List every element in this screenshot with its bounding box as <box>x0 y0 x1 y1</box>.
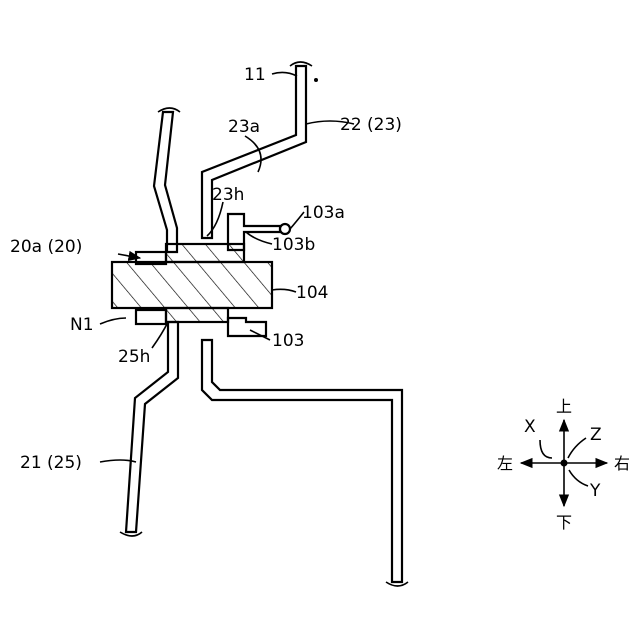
direction-indicator: 上 下 左 右 X Z Y <box>497 397 630 532</box>
label-11: 11 <box>244 65 266 85</box>
label-21-25: 21 (25) <box>20 453 82 473</box>
label-22-23: 22 (23) <box>340 115 402 135</box>
axis-left-label: 左 <box>497 454 513 473</box>
label-25h: 25h <box>118 347 150 367</box>
axis-z-label: Z <box>590 425 602 445</box>
plate-25-upper <box>154 108 180 252</box>
label-23a: 23a <box>228 117 260 137</box>
label-103: 103 <box>272 331 304 351</box>
label-N1: N1 <box>70 315 94 335</box>
axis-up-label: 上 <box>556 397 572 416</box>
axis-down-label: 下 <box>556 513 572 532</box>
plate-lower-right <box>202 340 408 586</box>
plate-22-23 <box>202 62 312 238</box>
label-104: 104 <box>296 283 328 303</box>
label-103a: 103a <box>302 203 345 223</box>
axis-right-label: 右 <box>614 454 630 473</box>
label-103b: 103b <box>272 235 315 255</box>
label-20a-20: 20a (20) <box>10 237 82 257</box>
axis-x-label: X <box>524 417 536 437</box>
label-23h: 23h <box>212 185 244 205</box>
axis-y-label: Y <box>589 481 601 501</box>
